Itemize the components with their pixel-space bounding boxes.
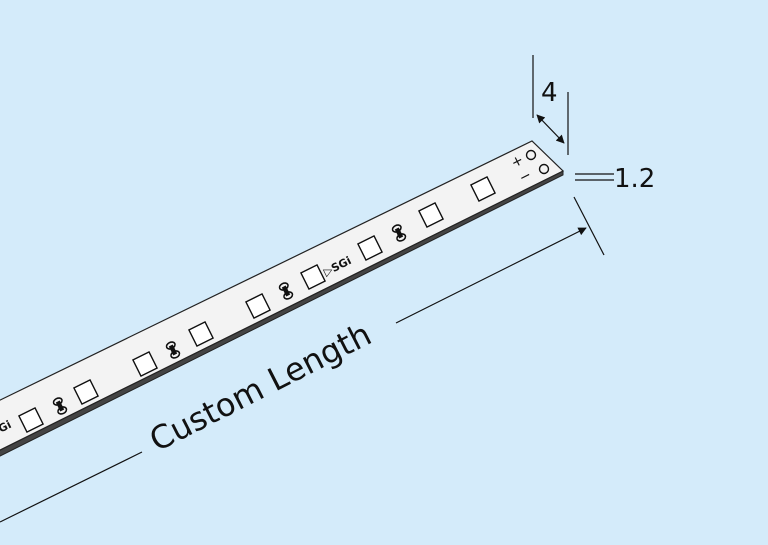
thickness-label: 1.2 — [614, 164, 655, 194]
strip-components: ▷SGi▷SGi — [0, 175, 497, 443]
length-extension-line — [573, 196, 605, 256]
width-dimension: 4 — [532, 55, 569, 155]
led-chip — [356, 234, 384, 262]
led-chip — [17, 406, 45, 434]
led-chip — [417, 201, 445, 229]
length-dimension-line-lower — [0, 451, 143, 523]
negative-pad — [538, 163, 550, 175]
thickness-dimension: 1.2 — [575, 164, 655, 194]
led-chip — [299, 263, 327, 291]
positive-pad — [525, 149, 537, 161]
led-chip — [187, 320, 215, 348]
resistor-body — [394, 227, 404, 239]
led-chip — [72, 378, 100, 406]
led-chip — [469, 175, 497, 203]
resistor-body — [168, 344, 178, 356]
led-chip — [131, 350, 159, 378]
length-dimension-line-upper — [395, 227, 587, 324]
width-label: 4 — [541, 78, 558, 108]
led-strip: ▷SGi▷SGi — [0, 140, 565, 457]
resistor-body — [55, 400, 65, 412]
strip-side-edge — [0, 170, 564, 457]
resistor-body — [281, 285, 291, 297]
width-dimension-arrow — [536, 114, 565, 144]
led-chip — [244, 292, 272, 320]
